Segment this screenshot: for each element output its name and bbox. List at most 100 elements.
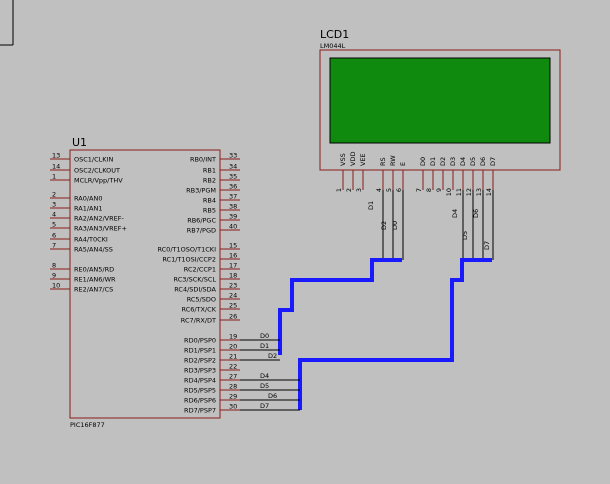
net-label-rd0: D0 <box>260 332 269 340</box>
u1-pin-number-1: 1 <box>52 173 56 181</box>
net-label-lcd-d1: D1 <box>367 201 375 210</box>
net-label-rd7: D7 <box>260 402 269 410</box>
net-label-lcd-d0: D0 <box>391 221 399 230</box>
u1-pin-number-24: 24 <box>229 292 237 300</box>
u1-pin-name-20: RD1/PSP1 <box>184 347 216 355</box>
u1-pin-name-33: RB0/INT <box>190 156 216 164</box>
u1-pin-name-36: RB3/PGM <box>186 187 216 195</box>
u1-pin-name-35: RB2 <box>203 177 216 185</box>
net-label-rd5: D5 <box>260 382 269 390</box>
lcd1-pin-number-1: 1 <box>335 188 343 192</box>
u1-pin-number-26: 26 <box>229 313 237 321</box>
u1-reference: U1 <box>72 136 87 149</box>
lcd1-pin-number-6: 6 <box>395 188 403 192</box>
u1-pin-name-26: RC7/RX/DT <box>181 317 216 325</box>
u1-pin-name-6: RA4/T0CKI <box>74 236 108 244</box>
u1-pin-number-4: 4 <box>52 211 56 219</box>
lcd1-pin-number-10: 10 <box>445 188 453 196</box>
u1-pin-name-34: RB1 <box>203 167 216 175</box>
u1-pin-name-24: RC5/SDO <box>187 296 216 304</box>
lcd1-pin-name-12: D5 <box>469 157 477 166</box>
u1-pin-number-28: 28 <box>229 383 237 391</box>
u1-pin-number-15: 15 <box>229 242 237 250</box>
u1-pin-name-18: RC3/SCK/SCL <box>174 276 217 284</box>
u1-pin-name-38: RB5 <box>203 207 216 215</box>
u1-pin-number-5: 5 <box>52 221 56 229</box>
lcd1-pin-number-12: 12 <box>465 188 473 196</box>
net-label-rd2: D2 <box>268 352 277 360</box>
u1-pin-number-17: 17 <box>229 262 237 270</box>
u1-pin-number-39: 39 <box>229 213 237 221</box>
lcd1-pin-name-8: D1 <box>429 157 437 166</box>
lcd1-pin-number-4: 4 <box>375 188 383 192</box>
u1-pin-name-30: RD7/PSP7 <box>184 407 216 415</box>
lcd1-screen <box>329 57 551 144</box>
u1-pin-number-21: 21 <box>229 353 237 361</box>
u1-pin-name-25: RC6/TX/CK <box>182 306 217 314</box>
lcd1-pin-number-3: 3 <box>355 188 363 192</box>
net-label-rd4: D4 <box>260 372 269 380</box>
u1-pin-name-39: RB6/PGC <box>187 217 216 225</box>
data-bus-upper[interactable] <box>278 258 402 355</box>
u1-pin-number-38: 38 <box>229 203 237 211</box>
u1-pin-name-15: RC0/T1OSO/T1CKI <box>157 246 216 254</box>
u1-pin-name-23: RC4/SDI/SDA <box>174 286 216 294</box>
u1-body[interactable] <box>69 149 221 419</box>
u1-pin-number-20: 20 <box>229 343 237 351</box>
u1-pin-number-40: 40 <box>229 223 237 231</box>
lcd1-pin-name-9: D2 <box>439 157 447 166</box>
u1-pin-name-22: RD3/PSP3 <box>184 367 216 375</box>
lcd1-pin-name-4: RS <box>379 157 387 166</box>
lcd1-pin-number-7: 7 <box>415 188 423 192</box>
lcd1-pin-name-7: D0 <box>419 157 427 166</box>
lcd1-pin-name-10: D3 <box>449 157 457 166</box>
u1-pin-name-13: OSC1/CLKIN <box>74 156 113 164</box>
u1-pin-number-6: 6 <box>52 232 56 240</box>
u1-part-number: PIC16F877 <box>70 421 105 429</box>
u1-pin-number-33: 33 <box>229 152 237 160</box>
net-label-lcd-d5: D5 <box>461 231 469 240</box>
u1-pin-name-10: RE2/AN7/CS <box>74 286 113 294</box>
lcd1-pin-number-8: 8 <box>425 188 433 192</box>
lcd1-pin-number-5: 5 <box>385 188 393 192</box>
u1-pin-number-29: 29 <box>229 393 237 401</box>
net-label-lcd-d4: D4 <box>451 209 459 218</box>
u1-pin-number-37: 37 <box>229 193 237 201</box>
u1-pin-name-21: RD2/PSP2 <box>184 357 216 365</box>
u1-pin-number-30: 30 <box>229 403 237 411</box>
u1-pin-name-7: RA5/AN4/SS <box>74 246 113 254</box>
lcd1-pin-name-6: E <box>399 162 407 166</box>
u1-pin-name-14: OSC2/CLKOUT <box>74 167 120 175</box>
u1-pin-number-10: 10 <box>52 282 60 290</box>
u1-pin-name-8: RE0/AN5/RD <box>74 266 114 274</box>
u1-pin-name-37: RB4 <box>203 197 216 205</box>
lcd1-body[interactable] <box>319 49 561 171</box>
lcd1-pin-number-13: 13 <box>475 188 483 196</box>
u1-pin-name-5: RA3/AN3/VREF+ <box>74 225 127 233</box>
data-bus-lower[interactable] <box>298 258 492 410</box>
u1-pin-number-27: 27 <box>229 373 237 381</box>
u1-pin-number-8: 8 <box>52 262 56 270</box>
u1-pin-name-16: RC1/T1OSI/CCP2 <box>162 256 216 264</box>
u1-pin-number-13: 13 <box>52 152 60 160</box>
lcd1-part-number: LM044L <box>320 42 346 50</box>
lcd1-pin-number-9: 9 <box>435 188 443 192</box>
net-label-lcd-d6: D6 <box>472 209 480 218</box>
u1-pin-number-16: 16 <box>229 252 237 260</box>
lcd1-pin-name-3: VEE <box>359 153 367 166</box>
u1-pin-number-7: 7 <box>52 242 56 250</box>
lcd1-pin-number-2: 2 <box>345 188 353 192</box>
u1-pin-name-9: RE1/AN6/WR <box>74 276 116 284</box>
u1-pin-number-22: 22 <box>229 363 237 371</box>
u1-pin-number-36: 36 <box>229 183 237 191</box>
u1-pin-number-3: 3 <box>52 201 56 209</box>
net-label-lcd-d7: D7 <box>483 241 491 250</box>
u1-pin-name-29: RD6/PSP6 <box>184 397 216 405</box>
u1-pin-name-28: RD5/PSP5 <box>184 387 216 395</box>
u1-pin-number-14: 14 <box>52 163 60 171</box>
u1-pin-name-2: RA0/AN0 <box>74 195 102 203</box>
u1-pin-number-19: 19 <box>229 333 237 341</box>
u1-pin-number-23: 23 <box>229 282 237 290</box>
net-label-rd1: D1 <box>260 342 269 350</box>
